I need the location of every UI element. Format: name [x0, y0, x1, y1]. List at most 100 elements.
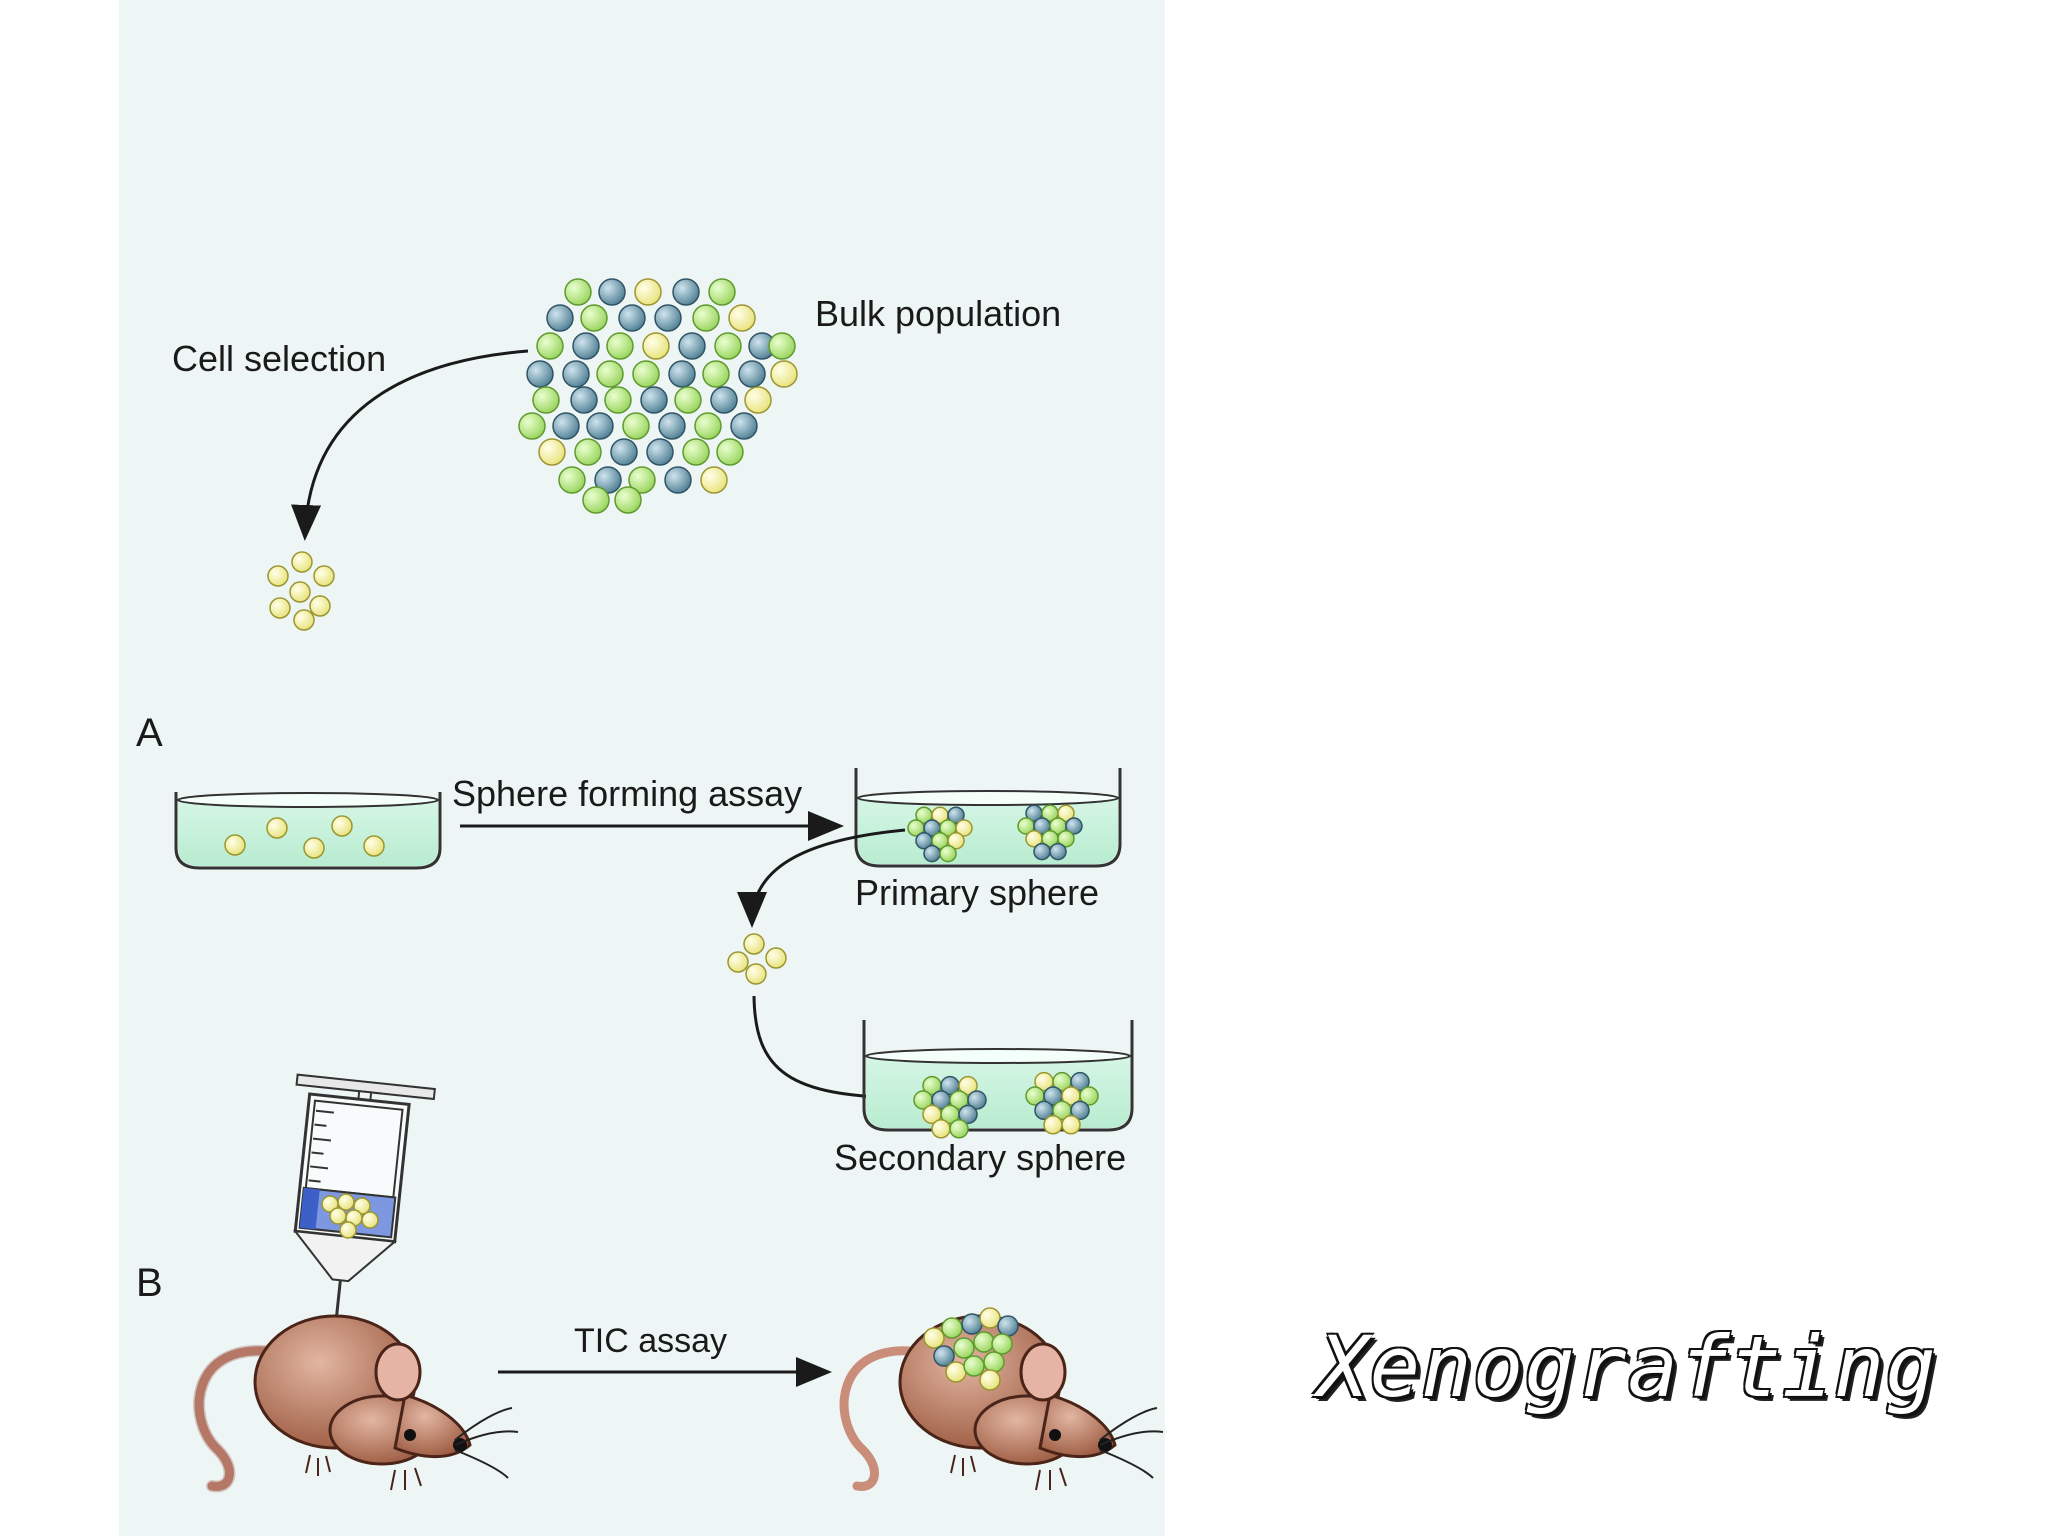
cell-dot [955, 819, 973, 837]
cell-dot [586, 412, 614, 440]
cell-dot [642, 332, 670, 360]
cell-dot [728, 304, 756, 332]
cell-dot [582, 486, 610, 514]
cell-dot [979, 1307, 1001, 1329]
cell-dot [224, 834, 246, 856]
cell-dot [267, 565, 289, 587]
primary-sphere-label: Primary sphere [855, 872, 1099, 913]
cell-dot [594, 466, 622, 494]
cell-dot [558, 466, 586, 494]
sphere-forming-assay-label: Sphere forming assay [452, 773, 802, 814]
cell-dot [700, 466, 728, 494]
cell-dot [1033, 842, 1051, 861]
cell-dot [708, 278, 736, 306]
cell-dot [961, 1313, 983, 1335]
bulk-population-label: Bulk population [815, 293, 1061, 334]
cell-dot [634, 278, 662, 306]
cell-dot [596, 360, 624, 388]
cell-dot [668, 360, 696, 388]
cell-dot [658, 412, 686, 440]
dissociation-arrow [737, 828, 906, 928]
cell-dot [562, 360, 590, 388]
cell-dot [654, 304, 682, 332]
cell-dot [1057, 830, 1075, 848]
cell-dot [337, 1193, 355, 1211]
cell-dot [303, 837, 325, 859]
cell-dot [574, 438, 602, 466]
cell-dot [570, 386, 598, 414]
cell-dot [983, 1351, 1005, 1373]
cell-dot [564, 278, 592, 306]
dish-initial-cells [224, 815, 385, 859]
cell-dot [727, 951, 749, 973]
cell-dot [692, 304, 720, 332]
cell-dot [979, 1369, 1001, 1391]
cell-dot [604, 386, 632, 414]
cell-dot [672, 278, 700, 306]
primary-spheres [907, 804, 1083, 863]
cell-dot [973, 1331, 995, 1353]
cell-dot [1049, 842, 1067, 861]
tic-assay-label: TIC assay [574, 1322, 727, 1360]
cell-dot [291, 551, 313, 573]
cell-dot [945, 1361, 967, 1383]
cell-dot [1079, 1086, 1099, 1106]
figure-panel [119, 0, 1165, 1536]
cell-dot [1070, 1071, 1090, 1092]
cell-dot [953, 1337, 975, 1359]
cell-dot [598, 278, 626, 306]
cell-dot [618, 304, 646, 332]
cell-dot [640, 386, 668, 414]
cell-dot [632, 360, 660, 388]
cell-dot [269, 597, 291, 619]
cell-dot [526, 360, 554, 388]
cell-dot [1070, 1100, 1090, 1121]
cell-dot [580, 304, 608, 332]
cell-dot [949, 1119, 969, 1139]
cell-dot [714, 332, 742, 360]
tumor-cells [923, 1307, 1019, 1391]
cell-dot [664, 466, 692, 494]
cell-dot [538, 438, 566, 466]
syringe-cells [321, 1193, 379, 1239]
cell-dot [532, 386, 560, 414]
cell-dot [331, 815, 353, 837]
cell-dot [674, 386, 702, 414]
panel-a-label: A [136, 711, 163, 755]
cell-dot [967, 1090, 987, 1110]
cell-dot [682, 438, 710, 466]
cell-dot [309, 595, 331, 617]
cell-dot [363, 835, 385, 857]
cell-dot [958, 1104, 978, 1125]
secondary-sphere-label: Secondary sphere [834, 1137, 1126, 1178]
cell-dot [546, 304, 574, 332]
panel-b-label: B [136, 1261, 163, 1305]
cell-dot [329, 1207, 347, 1225]
cell-dot [361, 1211, 379, 1229]
cell-dot [931, 1119, 951, 1139]
cell-dot [266, 817, 288, 839]
cell-dot [646, 438, 674, 466]
bulk-population-cluster [518, 278, 798, 514]
cell-dot [1057, 804, 1075, 822]
cell-dot [606, 332, 634, 360]
cell-dot [313, 565, 335, 587]
dissociated-cells-cluster [727, 933, 787, 985]
cell-dot [768, 332, 796, 360]
cell-dot [1043, 1115, 1063, 1135]
secondary-spheres [913, 1071, 1099, 1139]
cell-dot [610, 438, 638, 466]
mouse-injected [193, 1314, 519, 1493]
cell-dot [518, 412, 546, 440]
cell-dot [765, 947, 787, 969]
cell-selection-label: Cell selection [172, 338, 386, 379]
cell-dot [694, 412, 722, 440]
cell-dot [622, 412, 650, 440]
cell-dot [702, 360, 730, 388]
cell-dot [963, 1355, 985, 1377]
cell-dot [552, 412, 580, 440]
cell-dot [933, 1345, 955, 1367]
cell-dot [941, 1317, 963, 1339]
selected-cells-cluster [267, 551, 335, 631]
